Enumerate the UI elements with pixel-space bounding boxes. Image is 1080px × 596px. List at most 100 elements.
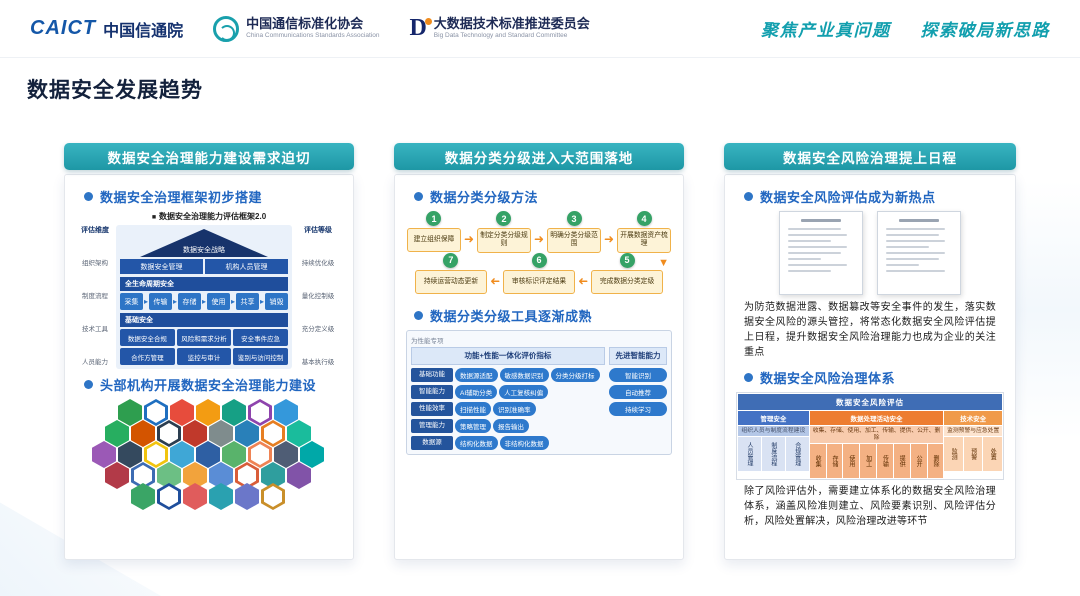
framework-axis-label: 评估等级	[304, 227, 332, 234]
matrix-pill-group: AI辅助分类人工复核纠偏	[455, 384, 549, 399]
arrow-icon: ▸	[259, 296, 264, 306]
hexagon-inner	[147, 444, 165, 465]
framework-axis-label: 量化控制级	[301, 293, 335, 301]
square-bullet-icon: ■	[151, 214, 157, 221]
matrix-row-label: 管理能力	[411, 418, 453, 433]
arrow-icon: ▸	[172, 296, 177, 306]
partner-logo-hexagon	[196, 441, 220, 468]
flow-step-number: 6	[531, 252, 547, 268]
matrix-pill-group: 数据源适配敏感数据识别分类分级打标	[455, 367, 600, 382]
partner-logo-hexagon	[183, 483, 207, 510]
page-title: 数据安全发展趋势	[27, 79, 203, 102]
risk-cell-row: 监测预警处置	[944, 437, 1002, 472]
flow-step-number: 5	[619, 252, 635, 268]
matrix-right-pills: 智能识别自动推荐持续学习	[609, 367, 667, 416]
framework-band: 数据安全管理机构人员管理	[120, 259, 288, 274]
partner-logo-hexagon	[92, 441, 116, 468]
framework-right-axis: 评估等级持续优化级量化控制级充分定义级基本执行级	[295, 225, 341, 369]
matrix-row: 性能效率扫描性能识别准确率	[411, 401, 605, 416]
matrix-pill-group: 扫描性能识别准确率	[455, 401, 536, 416]
card-governance-header: 数据安全治理能力建设需求迫切	[64, 143, 354, 170]
risk-cell: 制度流程	[761, 437, 785, 472]
partner-logo-hexagon	[287, 462, 311, 489]
section-heading-label: 数据分类分级工具逐渐成熟	[430, 308, 593, 324]
matrix-right-header: 先进智能能力	[609, 346, 667, 365]
section-heading: 数据分类分级工具逐渐成熟	[414, 306, 672, 325]
cards-container: 数据安全治理能力建设需求迫切 数据安全治理框架初步搭建 ■数据安全治理能力评估框…	[64, 143, 1016, 560]
partner-logo-hexagon	[222, 441, 246, 468]
strategy-label: 数据安全战略	[183, 247, 225, 254]
risk-cell: 预警	[963, 437, 983, 472]
card-classification-header: 数据分类分级进入大范围落地	[394, 143, 684, 170]
flow-arrow-icon: ➜	[533, 232, 545, 246]
partner-logo-hexagon	[222, 399, 246, 426]
matrix-pill: 持续学习	[609, 401, 667, 416]
governance-framework-diagram: ■数据安全治理能力评估框架2.0 评估维度组织架构制度流程技术工具人员能力 数据…	[77, 211, 341, 369]
framework-base-cell: 风险和需求分析	[176, 329, 232, 346]
base-security-rows: 数据安全合规风险和需求分析安全事件应急合作方管理监控与审计鉴别与访问控制	[120, 329, 289, 365]
matrix-row: 基础功能数据源适配敏感数据识别分类分级打标	[411, 367, 605, 382]
matrix-pill-group: 结构化数据非结构化数据	[455, 435, 549, 450]
partner-logo-hexagon	[209, 420, 233, 447]
framework-base-cell: 安全事件应急	[233, 329, 289, 346]
partner-logo-hexagon	[144, 441, 168, 468]
partner-logo-hex-cluster	[89, 399, 329, 511]
framework-axis-label: 评估维度	[81, 227, 109, 234]
partner-logo-hexagon	[105, 420, 129, 447]
risk-cell: 传输	[877, 444, 893, 479]
matrix-row-label: 性能效率	[411, 401, 453, 416]
risk-cell-row: 收集存储使用加工传输提供公开删除	[809, 444, 944, 479]
bullet-dot-icon	[744, 373, 753, 382]
framework-left-axis: 评估维度组织架构制度流程技术工具人员能力	[77, 225, 113, 369]
partner-logo-hexagon	[235, 420, 259, 447]
matrix-row-label: 智能能力	[411, 384, 453, 399]
bdtc-name: 大数据技术标准推进委员会	[433, 16, 590, 32]
partner-logo-hexagon	[235, 483, 259, 510]
risk-cell: 处置	[983, 437, 1002, 472]
flow-step-label: 建立组织保障	[407, 228, 461, 252]
risk-group-header: 管理安全	[738, 411, 809, 425]
risk-governance-table: 数据安全风险评估 管理安全组织人员与制度流程建设人员管理制度流程合规管理数据处理…	[736, 392, 1004, 481]
matrix-row: 数据源结构化数据非结构化数据	[411, 435, 605, 450]
matrix-pill: 敏感数据识别	[499, 367, 549, 382]
partner-logo-hexagon	[261, 483, 285, 510]
bullet-dot-icon	[414, 192, 423, 201]
framework-caption: ■数据安全治理能力评估框架2.0	[77, 211, 341, 222]
framework-caption-text: 数据安全治理能力评估框架2.0	[159, 212, 267, 221]
ccsa-swirl-icon	[213, 15, 240, 42]
header-slogan: 聚焦产业真问题 探索破局新思路	[761, 16, 1050, 41]
hexagon-inner	[160, 486, 178, 507]
bullet-dot-icon	[744, 192, 753, 201]
caict-logo-mark: CAICT	[30, 17, 97, 39]
partner-logo-hexagon	[118, 441, 142, 468]
framework-axis-label: 持续优化级	[301, 260, 335, 268]
flow-step-label: 持续运营动态更新	[414, 269, 487, 294]
flow-arrow-icon: ➜	[489, 273, 500, 288]
section-heading-label: 数据安全风险治理体系	[760, 371, 896, 386]
hexagon-inner	[264, 486, 282, 507]
flow-step-number: 2	[496, 211, 512, 226]
framework-axis-label: 充分定义级	[301, 326, 335, 334]
lifecycle-stage: 销毁	[265, 293, 288, 310]
flow-step-label: 明确分类分级范围	[547, 228, 601, 253]
risk-group-sub: 监测预警与应急处置	[944, 426, 1002, 437]
hexagon-inner	[134, 465, 152, 486]
partner-logo-hexagon	[144, 399, 168, 426]
hexagon-inner	[238, 465, 256, 486]
framework-center: 数据安全战略 数据安全管理机构人员管理 全生命周期安全 采集▸传输▸存储▸使用▸…	[116, 225, 292, 369]
strategy-pyramid: 数据安全战略	[140, 229, 268, 257]
ccsa-logo: 中国通信标准化协会 China Communications Standards…	[213, 15, 380, 42]
partner-logo-hexagon	[131, 420, 155, 447]
card-risk-header: 数据安全风险治理提上日程	[724, 143, 1016, 170]
lifecycle-stage: 使用	[207, 293, 230, 310]
risk-cell: 使用	[843, 444, 860, 479]
ccsa-name-en: China Communications Standards Associati…	[246, 32, 380, 40]
